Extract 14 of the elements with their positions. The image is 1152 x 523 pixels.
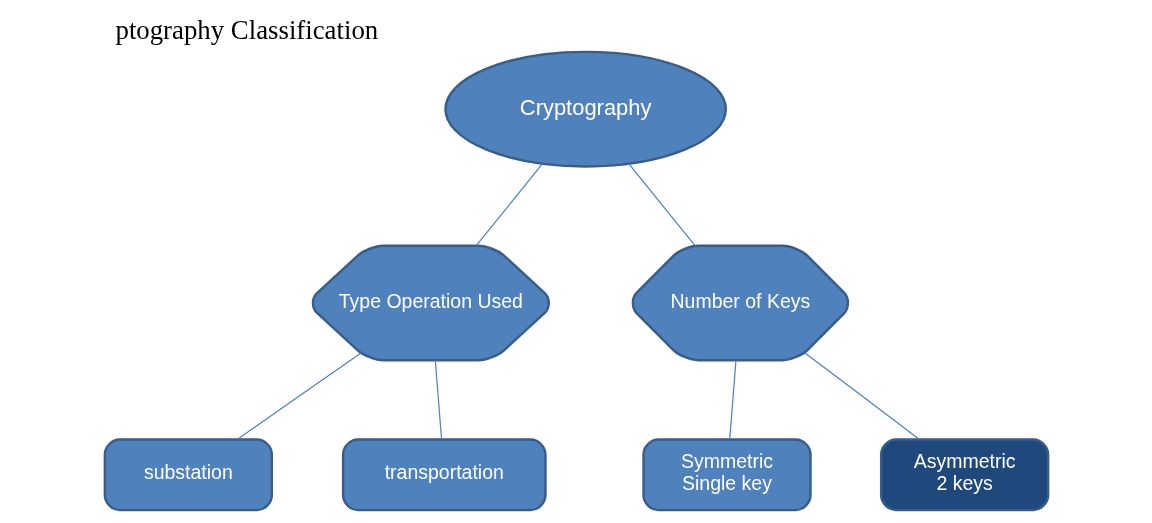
connector [804,352,920,440]
connector [627,163,695,246]
node-box: Asymmetric 2 keys [879,438,1049,512]
node-box: Symmetric Single key [641,438,812,512]
connector [434,359,442,440]
node-ellipse: Cryptography [443,50,727,168]
node-ellipse: Type Operation Used [311,244,550,362]
diagram-title: ptography Classification [114,15,378,46]
node-box: transportation [341,438,547,512]
node-box: substation [103,438,273,512]
node-ellipse: Number of Keys [631,244,849,362]
connector [475,163,543,246]
connector [236,352,361,440]
connector [728,359,737,440]
